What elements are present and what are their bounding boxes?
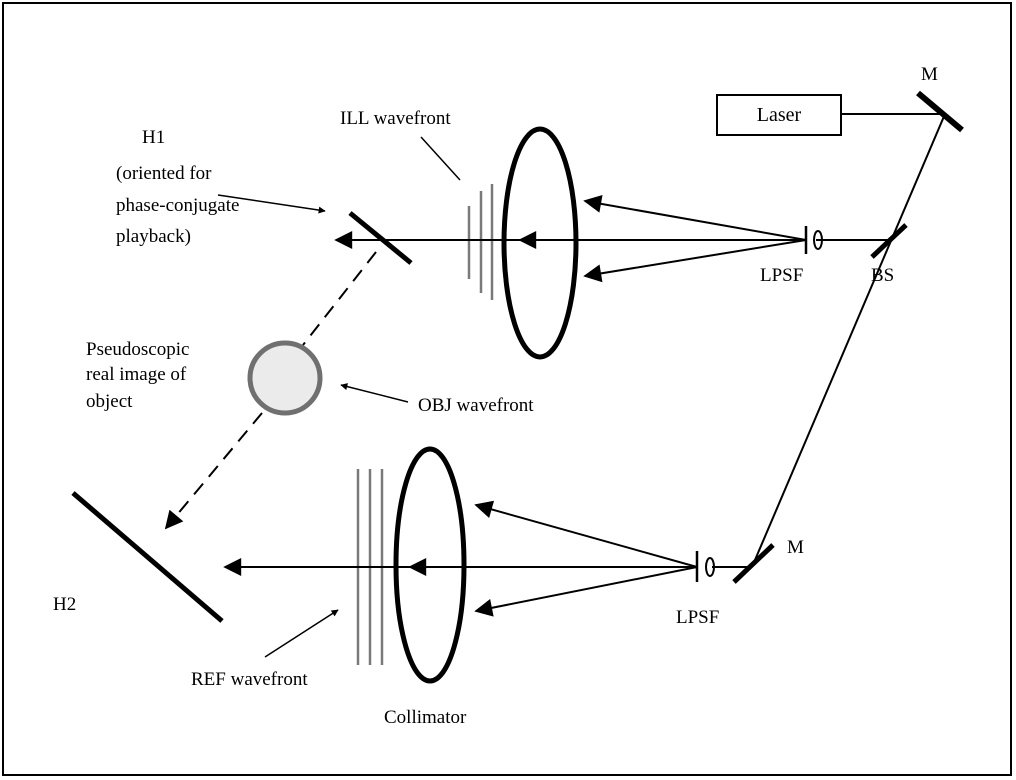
diagonal-beam (751, 113, 946, 568)
ill-wavefront-label: ILL wavefront (340, 108, 451, 129)
ref-wavefront-pointer (264, 609, 339, 658)
ref-wavefront-label: REF wavefront (191, 669, 308, 690)
h1-note-line-3: playback) (116, 226, 191, 247)
laser-label: Laser (757, 104, 802, 126)
lpsf-bottom-lens (705, 557, 715, 577)
collimator-lens (393, 446, 467, 684)
top-ray-upper (583, 194, 807, 241)
h1-note-line-2: phase-conjugate (116, 195, 239, 216)
object-image-line-3: object (86, 391, 133, 412)
ill-wavefront-pointer (420, 136, 461, 181)
mirror-bottom-label: M (787, 537, 804, 558)
h1-label: H1 (142, 127, 165, 148)
bottom-ray-upper (474, 500, 698, 568)
mirror-top-label: M (921, 64, 938, 85)
h1-pointer (217, 194, 326, 214)
mirror-bottom (732, 543, 775, 584)
object-image-line-2: real image of (86, 364, 187, 385)
h2-plate (71, 491, 224, 623)
h1-plate (348, 211, 413, 265)
top-ray-lower (583, 239, 807, 283)
lpsf-top-label: LPSF (760, 265, 803, 286)
h1-note-line-1: (oriented for (116, 163, 212, 184)
lpsf-top-lens (813, 230, 823, 250)
beam-splitter-label: BS (871, 265, 894, 286)
lpsf-bottom-label: LPSF (676, 607, 719, 628)
object-beam-lower (164, 412, 263, 530)
object-beam-upper (302, 251, 377, 346)
top-lens (501, 126, 579, 360)
bottom-ray-lower (474, 566, 698, 617)
object-image-circle (247, 340, 323, 416)
obj-wavefront-pointer (340, 383, 409, 403)
mirror-top (916, 90, 964, 133)
obj-wavefront-label: OBJ wavefront (418, 395, 534, 416)
object-image-line-1: Pseudoscopic (86, 339, 189, 360)
h2-label: H2 (53, 594, 76, 615)
collimator-label: Collimator (384, 707, 467, 728)
